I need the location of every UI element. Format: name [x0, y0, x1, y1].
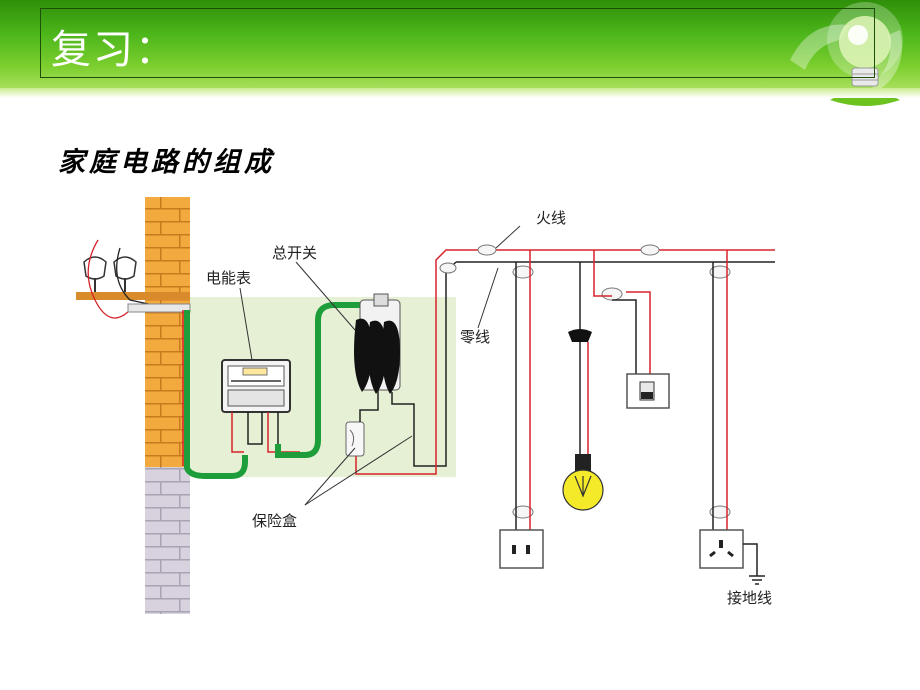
electric-meter-icon	[221, 359, 291, 413]
junction-clips	[439, 244, 731, 519]
earthed-socket-branch-wires	[712, 250, 728, 540]
header-fade	[0, 88, 920, 98]
lightbulb-logo-icon	[790, 2, 903, 106]
title-box: 复习：	[40, 8, 875, 78]
label-live-wire: 火线	[536, 209, 566, 227]
ceiling-rose-icon	[568, 329, 592, 342]
main-switch-icon	[354, 293, 401, 394]
header-bar: 复习：	[0, 0, 920, 106]
leader-lines	[239, 225, 521, 506]
label-neutral-wire: 零线	[460, 328, 490, 346]
wall-switch-icon	[626, 373, 670, 409]
ground-icon	[743, 543, 765, 585]
meter-to-switch-green-wire	[275, 302, 372, 458]
socket-icon	[499, 529, 544, 569]
page-title: 复习：	[51, 27, 177, 73]
label-ground-wire: 接地线	[727, 589, 772, 607]
incoming-ground-wire	[184, 310, 248, 479]
fuse-icon	[345, 421, 365, 457]
socket-icon	[699, 529, 744, 569]
label-main-switch: 总开关	[272, 244, 317, 262]
socket-branch-wires	[515, 250, 531, 540]
insulator-bracket	[76, 239, 191, 319]
section-subtitle: 家庭电路的组成	[58, 147, 275, 178]
label-fuse-box: 保险盒	[252, 512, 297, 530]
label-meter: 电能表	[206, 269, 251, 287]
lamp-icon	[562, 454, 604, 511]
lamp-branch-wires	[579, 250, 651, 460]
